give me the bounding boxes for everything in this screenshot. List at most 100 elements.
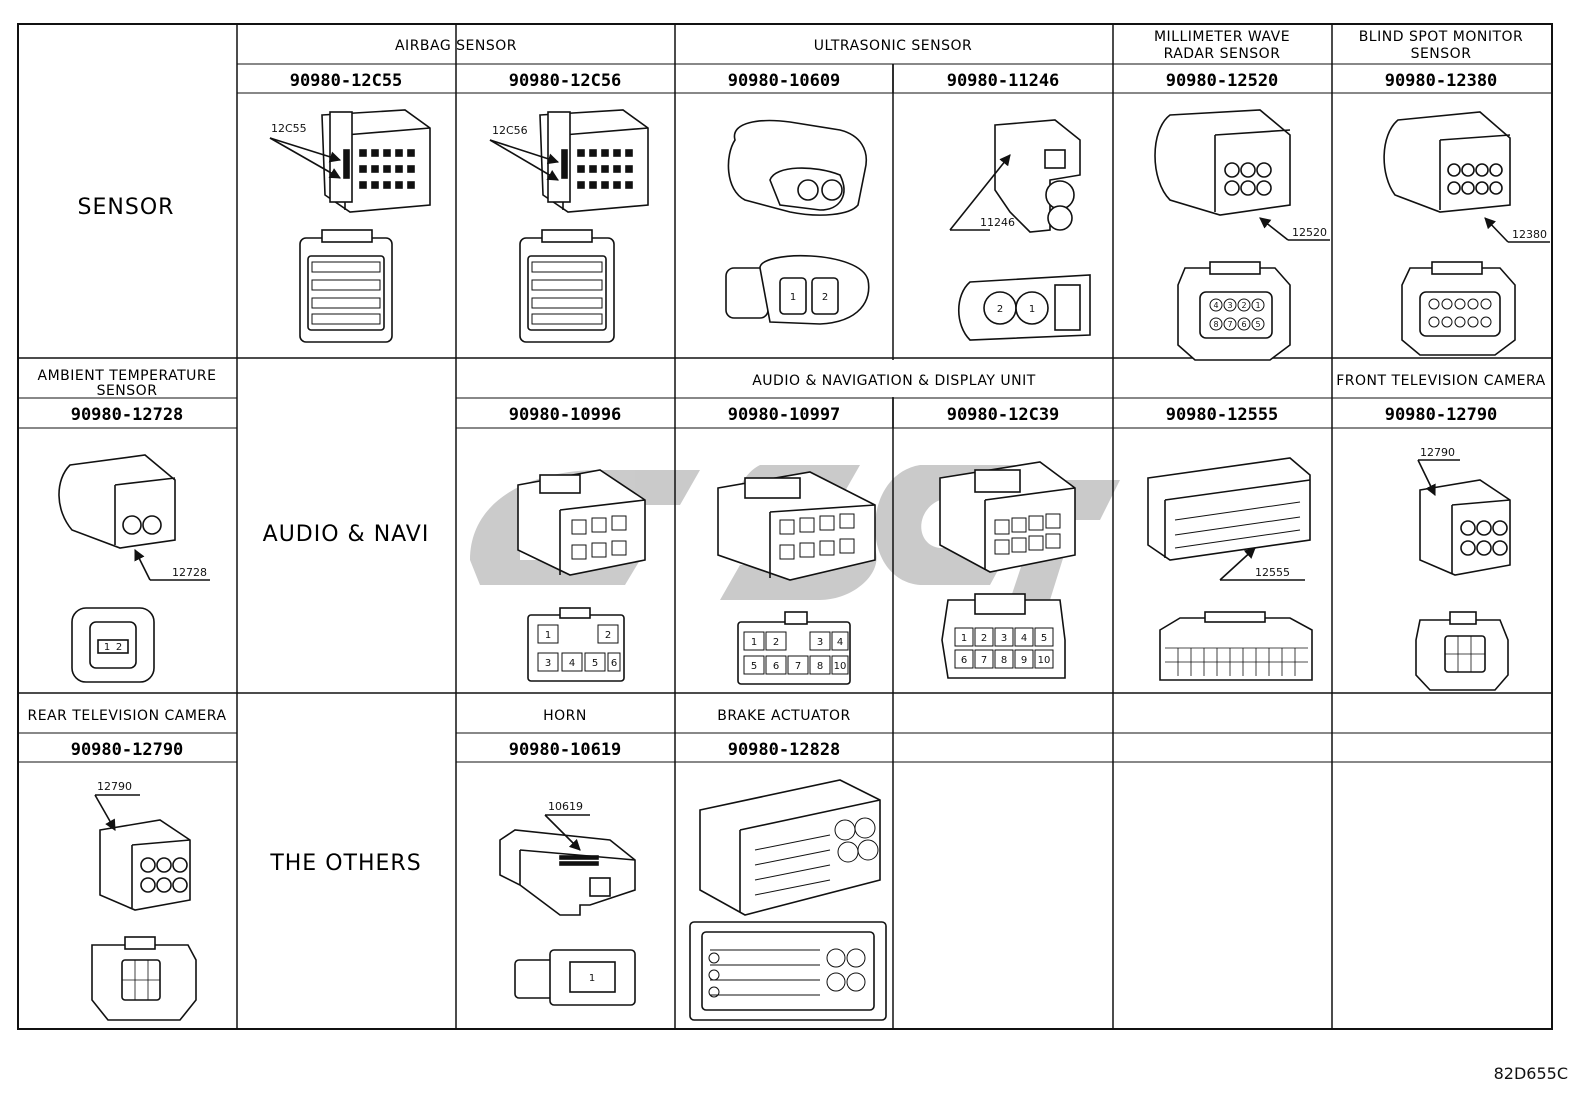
connector-12555-face (1159, 611, 1313, 681)
part-number: 90980-12C56 (509, 71, 622, 91)
pin-number: 1 (589, 973, 595, 984)
callout-label: 12790 (1420, 446, 1455, 459)
group-title-audio-nav: AUDIO & NAVIGATION & DISPLAY UNIT (752, 373, 1036, 389)
pin-number: 3 (1227, 301, 1232, 310)
pin-number: 5 (1255, 320, 1260, 329)
pin-number: 6 (611, 658, 617, 669)
connector-10619-3d (499, 814, 636, 916)
left-title-rear-camera: REAR TELEVISION CAMERA (27, 708, 226, 724)
connector-12380-3d (1383, 111, 1550, 243)
callout-label: 12555 (1255, 566, 1290, 579)
group-title-bsm-1: BLIND SPOT MONITOR (1359, 29, 1524, 45)
pin-number: 7 (981, 655, 987, 666)
connector-12c56-3d (489, 109, 649, 213)
pin-number: 7 (1227, 320, 1232, 329)
connector-12790-rear-3d (94, 794, 191, 911)
part-number: 90980-12828 (728, 740, 841, 760)
group-title-bsm-2: SENSOR (1411, 46, 1472, 62)
pin-map-12c39 (954, 627, 1054, 669)
group-title-front-camera: FRONT TELEVISION CAMERA (1336, 373, 1546, 389)
table-grid (17, 23, 1553, 1030)
connector-12790-front-3d (1417, 459, 1511, 576)
callout-label: 12728 (172, 566, 207, 579)
pin-number: 6 (961, 655, 967, 666)
row-label-sensor: SENSOR (78, 195, 175, 220)
pin-number: 8 (1001, 655, 1007, 666)
pin-number: 2 (116, 642, 122, 653)
connector-12c55-3d (269, 109, 431, 213)
merge-masks (238, 26, 1111, 1028)
connector-10619-face (514, 949, 636, 1006)
pin-number: 2 (1241, 301, 1246, 310)
group-title-ultrasonic: ULTRASONIC SENSOR (814, 38, 972, 54)
left-title-ambient-1: AMBIENT TEMPERATURE (38, 368, 217, 384)
connector-12828-3d (699, 779, 881, 916)
part-number: 90980-10997 (728, 405, 841, 425)
pin-number: 8 (1213, 320, 1218, 329)
connector-12520-face (1177, 261, 1291, 361)
pin-number: 1 (104, 642, 110, 653)
connector-12790-front-face (1415, 611, 1509, 691)
pin-map-12520 (1209, 298, 1265, 331)
pin-number: 1 (751, 637, 757, 648)
part-number: 90980-10996 (509, 405, 622, 425)
connector-11246-face (958, 274, 1091, 341)
callout-label: 12380 (1512, 228, 1547, 241)
part-number: 90980-11246 (947, 71, 1060, 91)
connector-10609-face (725, 254, 870, 325)
row-label-audio-navi: AUDIO & NAVI (263, 522, 430, 547)
pin-number: 4 (569, 658, 575, 669)
part-number: 90980-12728 (71, 405, 184, 425)
pin-number: 6 (1241, 320, 1246, 329)
document-id: 82D655C (1493, 1064, 1568, 1083)
connector-10997-3d (717, 471, 876, 581)
part-number: 90980-12C55 (290, 71, 403, 91)
row-label-the-others: THE OTHERS (269, 851, 421, 876)
pin-number: 6 (773, 661, 779, 672)
callout-label: 12C55 (271, 122, 307, 135)
pin-number: 2 (773, 637, 779, 648)
part-number: 90980-12520 (1166, 71, 1279, 91)
pin-number: 4 (837, 637, 843, 648)
pin-number: 3 (1001, 633, 1007, 644)
callout-label: 11246 (980, 216, 1015, 229)
pin-number: 1 (961, 633, 967, 644)
connector-12555-3d (1147, 457, 1311, 581)
connector-12380-face (1401, 261, 1516, 356)
pin-number: 10 (834, 661, 847, 672)
pin-number: 4 (1213, 301, 1218, 310)
group-title-radar-2: RADAR SENSOR (1164, 46, 1281, 62)
pin-number: 5 (751, 661, 757, 672)
part-number: 90980-10609 (728, 71, 841, 91)
connector-12828-face (689, 921, 887, 1021)
pin-number: 2 (997, 304, 1003, 315)
group-title-airbag: AIRBAG SENSOR (395, 38, 517, 54)
callout-label: 10619 (548, 800, 583, 813)
left-title-ambient-2: SENSOR (97, 383, 158, 399)
connector-10996-face (527, 607, 625, 682)
pin-number: 7 (795, 661, 801, 672)
part-number: 90980-12790 (1385, 405, 1498, 425)
group-title-brake-actuator: BRAKE ACTUATOR (717, 708, 851, 724)
group-title-horn: HORN (543, 708, 587, 724)
connector-12c39-3d (939, 461, 1076, 573)
pin-map-10997 (743, 631, 849, 675)
callout-label: 12C56 (492, 124, 528, 137)
part-number: 90980-12C39 (947, 405, 1060, 425)
pin-number: 1 (790, 292, 796, 303)
part-number: 90980-12380 (1385, 71, 1498, 91)
connector-12c55-face (299, 229, 393, 343)
connector-10609-3d (727, 119, 867, 216)
pin-number: 2 (822, 292, 828, 303)
part-number: 90980-12790 (71, 740, 184, 760)
connector-12520-3d (1154, 109, 1330, 241)
connector-10997-face (737, 611, 851, 685)
pin-number: 1 (1255, 301, 1260, 310)
callout-label: 12520 (1292, 226, 1327, 239)
pin-number: 3 (817, 637, 823, 648)
pin-number: 2 (605, 630, 611, 641)
connector-11246-3d (949, 119, 1081, 233)
pin-number: 9 (1021, 655, 1027, 666)
callout-label: 12790 (97, 780, 132, 793)
pin-number: 3 (545, 658, 551, 669)
